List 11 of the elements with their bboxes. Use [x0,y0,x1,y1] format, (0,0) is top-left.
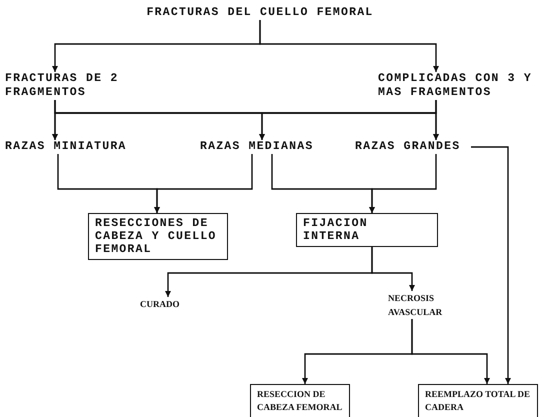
connector-arrow [471,146,511,384]
connector-arrow [369,154,437,213]
connector-arrow [259,20,439,72]
process-box: REEMPLAZO TOTAL DE CADERA [418,384,538,417]
connector-arrow [433,100,439,140]
process-box: FIJACION INTERNA [296,213,438,247]
connector-arrow [371,247,415,291]
connector-arrow [154,154,253,213]
process-box: RESECCIONES DE CABEZA Y CUELLO FEMORAL [88,213,228,260]
connector-arrow [411,319,490,384]
process-box: RESECCION DE CABEZA FEMORAL [250,384,350,417]
